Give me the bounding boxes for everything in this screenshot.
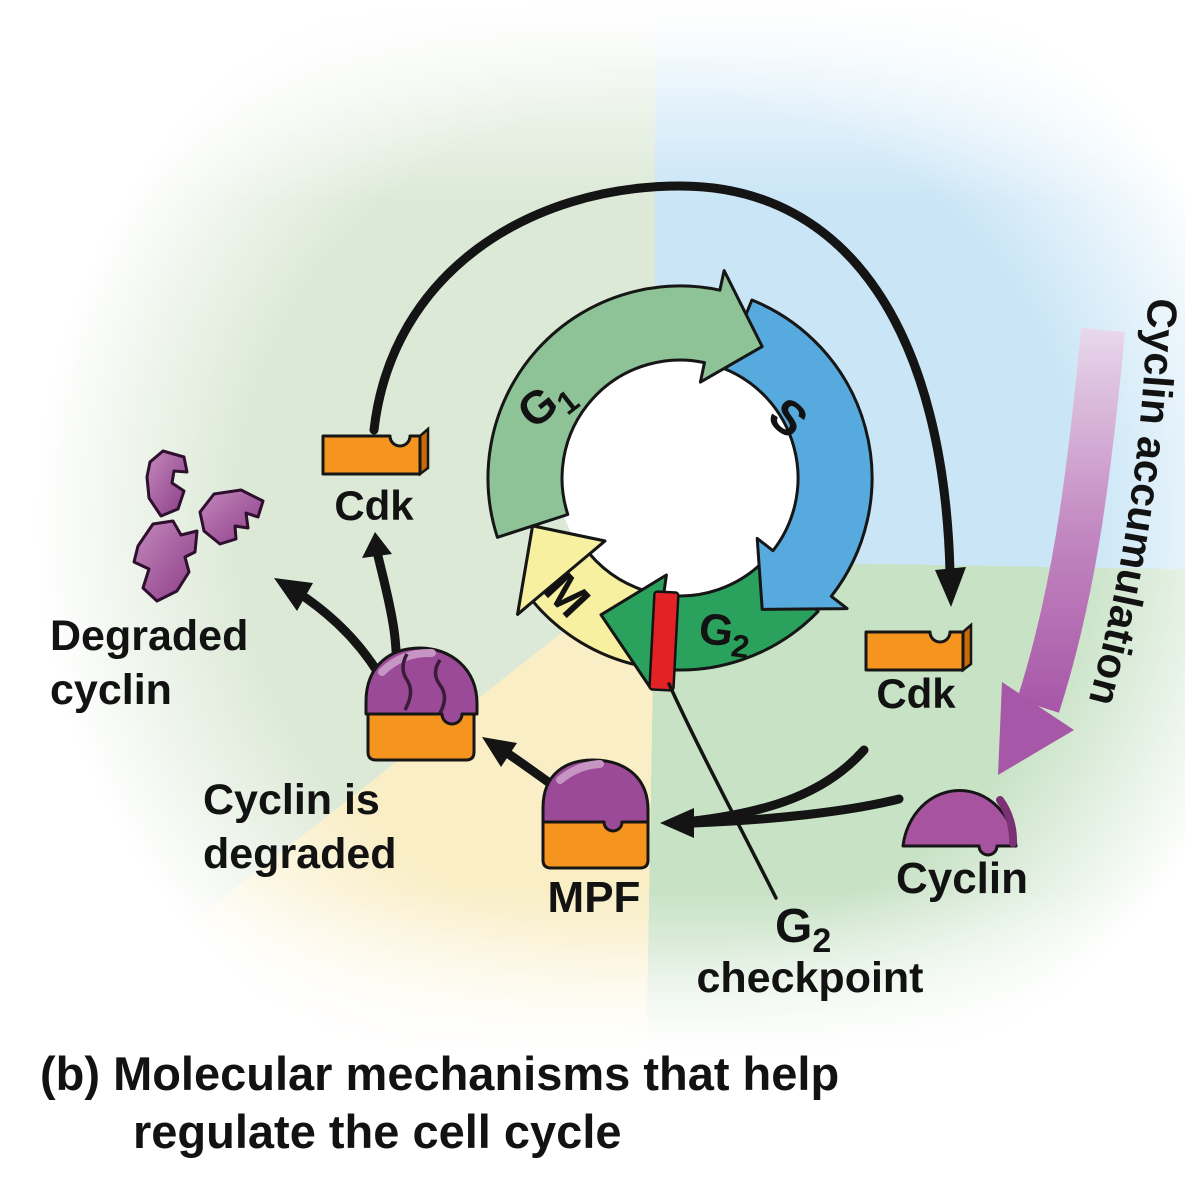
cyclin-degraded-label-line1: Cyclin is bbox=[203, 776, 380, 824]
mpf-complex bbox=[541, 758, 650, 870]
caption: (b) Molecular mechanisms that help regul… bbox=[40, 1047, 839, 1158]
cdk-label-top: Cdk bbox=[334, 482, 414, 529]
cycle-repeat-arrow bbox=[369, 181, 966, 607]
caption-line1: (b) Molecular mechanisms that help bbox=[40, 1047, 839, 1100]
repeat-arc bbox=[369, 181, 955, 577]
accumulation-arrow-shaft bbox=[1017, 327, 1125, 713]
phase-label-g2: G2 bbox=[695, 604, 754, 666]
cyclin-accumulation-arrow bbox=[998, 327, 1125, 775]
cdk-top-body bbox=[321, 434, 422, 476]
cdk-right-body bbox=[864, 630, 965, 672]
checkpoint-g2-text: G2 bbox=[775, 900, 831, 960]
cyclin-cdk-merge-arrow bbox=[660, 745, 904, 838]
cdk-protein-top bbox=[321, 426, 430, 477]
cyclin-shade bbox=[996, 796, 1018, 847]
cdk-protein-right bbox=[864, 622, 973, 673]
cdk-label-right: Cdk bbox=[876, 670, 956, 717]
complex-to-cdk-arrowhead bbox=[362, 532, 392, 558]
degraded-cyclin-label-line1: Degraded bbox=[50, 612, 248, 660]
checkpoint-pointer-line bbox=[667, 682, 778, 900]
phase-arrow-s bbox=[722, 298, 874, 611]
repeat-arrowhead bbox=[935, 567, 966, 607]
phase-arrow-g1 bbox=[486, 269, 764, 539]
caption-line2: regulate the cell cycle bbox=[133, 1105, 622, 1158]
mpf-highlight bbox=[556, 760, 604, 784]
degraded-cyclin-fragments bbox=[132, 449, 265, 603]
fragment-2 bbox=[198, 488, 265, 546]
mpf-base bbox=[541, 818, 650, 870]
fragment-1 bbox=[145, 449, 189, 518]
cyclin-label: Cyclin bbox=[896, 854, 1028, 903]
mpf-label: MPF bbox=[548, 873, 641, 922]
crack-line-2 bbox=[433, 659, 447, 714]
checkpoint-word-text: checkpoint bbox=[697, 954, 924, 1002]
cyclin-merge-curve bbox=[689, 794, 904, 828]
mpf-dome bbox=[541, 758, 650, 833]
degraded-cyclin-label-line2: cyclin bbox=[50, 666, 172, 714]
degrading-dome bbox=[364, 646, 479, 726]
degrading-complex bbox=[364, 646, 479, 762]
complex-to-fragments-arrowhead bbox=[274, 578, 313, 611]
merge-arrowhead bbox=[660, 808, 694, 838]
cyclin-degraded-label-line2: degraded bbox=[203, 830, 397, 878]
fragment-3 bbox=[132, 519, 199, 603]
g2-checkpoint-label: G2 checkpoint bbox=[697, 900, 924, 1002]
cycle-hub bbox=[558, 356, 802, 600]
mpf-to-complex-arrowhead bbox=[482, 737, 517, 767]
cyclin-dome bbox=[901, 788, 1018, 857]
g2-checkpoint-bar bbox=[648, 590, 680, 692]
accumulation-arrowhead bbox=[998, 682, 1074, 775]
crack-line-1 bbox=[401, 653, 413, 711]
phase-arrow-m-head bbox=[516, 524, 607, 616]
cyclin-protein bbox=[901, 788, 1018, 857]
